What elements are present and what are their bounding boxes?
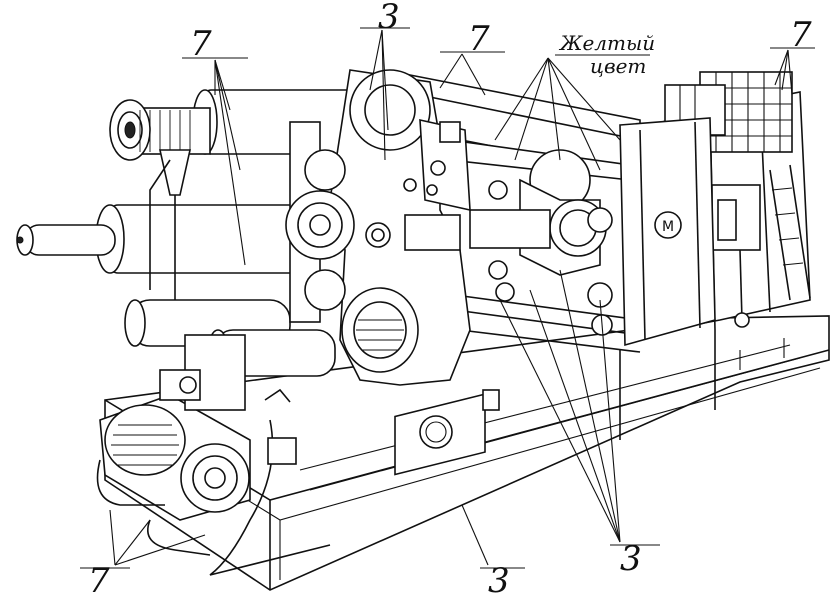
cabinet-grid <box>664 71 793 153</box>
label-7-top-right: 7 <box>790 15 812 55</box>
yellow-caption-line1: Желтый <box>558 31 655 55</box>
label-7-top-left: 7 <box>190 24 212 64</box>
yellow-caption-line2: цвет <box>590 54 646 78</box>
label-3-top-middle: 3 <box>378 0 400 37</box>
moving-plate: M <box>619 117 716 347</box>
leader-lines <box>80 27 815 569</box>
label-7-bottom-left: 7 <box>88 561 110 601</box>
callout-labels: 7 3 7 Желтый цвет 7 7 3 3 <box>88 0 812 601</box>
motor <box>96 334 500 576</box>
base-frame <box>104 315 830 591</box>
ladder <box>769 164 811 301</box>
label-3-bottom-middle: 3 <box>488 561 510 601</box>
label-3-bottom-right: 3 <box>620 539 642 579</box>
label-7-top-middle: 7 <box>468 19 490 59</box>
svg-text:M: M <box>662 219 674 235</box>
inner-mechanism <box>469 149 613 336</box>
